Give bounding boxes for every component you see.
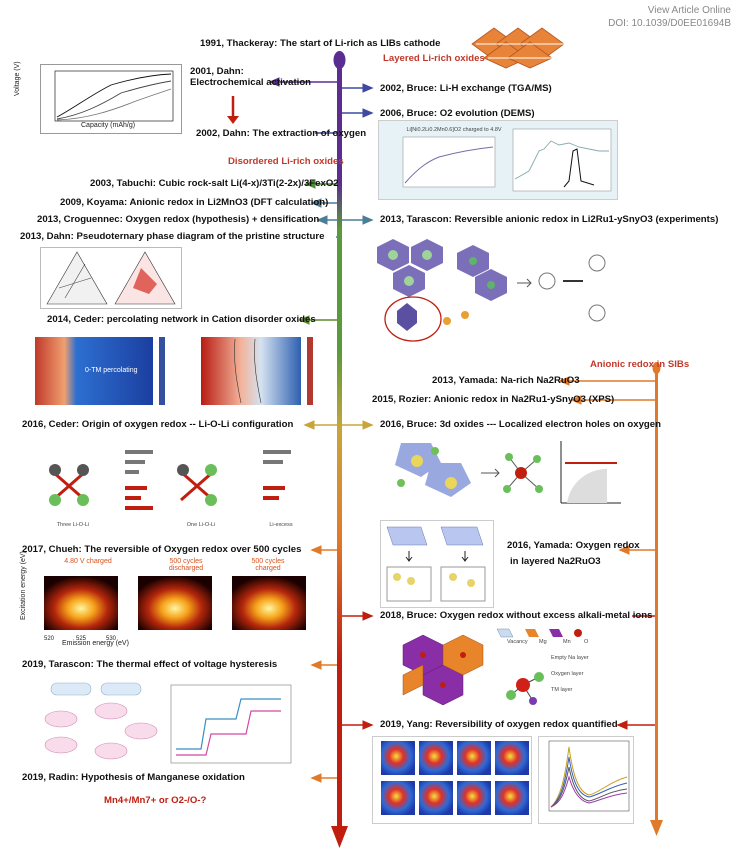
- rixs-label-3: 500 cycles charged: [251, 558, 285, 572]
- ceder-cap-3: Li-excess: [269, 522, 293, 528]
- emission-tick-2: 525: [76, 636, 87, 642]
- event-2016-bruce: 2016, Bruce: 3d oxides --- Localized ele…: [380, 419, 661, 430]
- layered-structure-image: [471, 27, 568, 69]
- emission-tick-3: 530: [106, 636, 117, 642]
- mn-question: Mn4+/Mn7+ or O2-/O-?: [104, 795, 207, 806]
- event-2014-ceder: 2014, Ceder: percolating network in Cati…: [47, 314, 316, 325]
- percolating-label: 0-TM percolating: [85, 367, 138, 374]
- yamada-na2ruo3-figure: [380, 520, 494, 608]
- layer-empty-na: Empty Na layer: [551, 655, 589, 661]
- legend-mg: Mg: [539, 639, 547, 645]
- emission-axis-label: Emission energy (eV): [62, 640, 129, 647]
- ceder-percolation-maps: 0-TM percolating: [14, 332, 322, 416]
- section-disordered: Disordered Li-rich oxides: [228, 156, 344, 167]
- rixs-maps: 520 525 530: [44, 576, 306, 642]
- layer-oxygen: Oxygen layer: [551, 671, 584, 677]
- tarascon-structures: [366, 232, 638, 352]
- doi-text: DOI: 10.1039/D0EE01694B: [608, 18, 731, 29]
- bruce-crystal-figure: Vacancy Mg Mn O Empty Na layer Oxygen la…: [392, 624, 614, 716]
- yang-rixs-grid: [372, 736, 532, 824]
- voltage-capacity-plot: Capacity (mAh/g): [40, 64, 182, 134]
- event-2015-rozier: 2015, Rozier: Anionic redox in Na2Ru1-yS…: [372, 394, 615, 405]
- event-2019-radin: 2019, Radin: Hypothesis of Manganese oxi…: [22, 772, 245, 783]
- event-2016-yamada-a: 2016, Yamada: Oxygen redox: [507, 540, 640, 551]
- ceder-cap-2: One Li-O-Li: [186, 522, 216, 528]
- dems-figure: Li[Ni0.2Li0.2Mn0.6]O2 charged to 4.8V: [378, 120, 618, 200]
- layer-tm: TM layer: [551, 687, 573, 693]
- article-info: View Article Online DOI: 10.1039/D0EE016…: [608, 4, 731, 30]
- ternary-phase-diagrams: [40, 247, 182, 309]
- ceder-cap-1: Three Li-O-Li: [56, 522, 90, 528]
- event-2016-yamada-b: in layered Na2RuO3: [510, 556, 601, 567]
- ceder-li-o-li-figure: Three Li-O-Li One Li-O-Li Li-excess: [40, 437, 312, 539]
- event-2013-croguennec: 2013, Croguennec: Oxygen redox (hypothes…: [37, 214, 320, 225]
- dems-title: Li[Ni0.2Li0.2Mn0.6]O2 charged to 4.8V: [406, 127, 502, 133]
- event-2013-tarascon: 2013, Tarascon: Reversible anionic redox…: [380, 214, 719, 225]
- event-2019-yang: 2019, Yang: Reversibility of oxygen redo…: [380, 719, 618, 730]
- event-2009-koyama: 2009, Koyama: Anionic redox in Li2MnO3 (…: [60, 197, 329, 208]
- yang-mrixs-spectra: [538, 736, 634, 824]
- emission-tick-1: 520: [44, 636, 55, 642]
- event-2018-bruce: 2018, Bruce: Oxygen redox without excess…: [380, 610, 653, 621]
- event-2013-yamada: 2013, Yamada: Na-rich Na2RuO3: [432, 375, 580, 386]
- section-sibs: Anionic redox in SIBs: [590, 359, 690, 370]
- event-2013-dahn: 2013, Dahn: Pseudoternary phase diagram …: [20, 231, 325, 242]
- excitation-axis-label: Excitation energy (eV): [20, 551, 27, 620]
- event-2019-tarascon: 2019, Tarascon: The thermal effect of vo…: [22, 659, 278, 670]
- event-2001-dahn-b: Electrochemical activation: [190, 77, 312, 88]
- event-2003-tabuchi: 2003, Tabuchi: Cubic rock-salt Li(4-x)/3…: [90, 178, 339, 189]
- legend-o: O: [584, 639, 589, 645]
- rixs-label-1: 4.80 V charged: [64, 558, 112, 565]
- section-layered: Layered Li-rich oxides: [383, 53, 485, 64]
- event-2016-ceder: 2016, Ceder: Origin of oxygen redox -- L…: [22, 419, 294, 430]
- event-2001-dahn-a: 2001, Dahn:: [190, 66, 244, 77]
- rixs-label-2: 500 cycles discharged: [168, 558, 204, 572]
- event-2006-bruce: 2006, Bruce: O2 evolution (DEMS): [380, 108, 535, 119]
- event-2017-chueh: 2017, Chueh: The reversible of Oxygen re…: [22, 544, 302, 555]
- bruce-3d-oxides-figure: [380, 432, 632, 518]
- view-article-link[interactable]: View Article Online: [647, 5, 731, 16]
- capacity-axis-label: Capacity (mAh/g): [81, 122, 136, 129]
- tarascon-hysteresis-figure: [30, 678, 312, 768]
- event-2002-dahn: 2002, Dahn: The extraction of oxygen: [196, 128, 367, 139]
- legend-mn: Mn: [563, 639, 571, 645]
- event-1991-thackeray: 1991, Thackeray: The start of Li-rich as…: [200, 38, 441, 49]
- legend-vacancy: Vacancy: [507, 639, 528, 645]
- voltage-axis-label: Voltage (V): [14, 61, 21, 96]
- event-2002-bruce: 2002, Bruce: Li-H exchange (TGA/MS): [380, 83, 552, 94]
